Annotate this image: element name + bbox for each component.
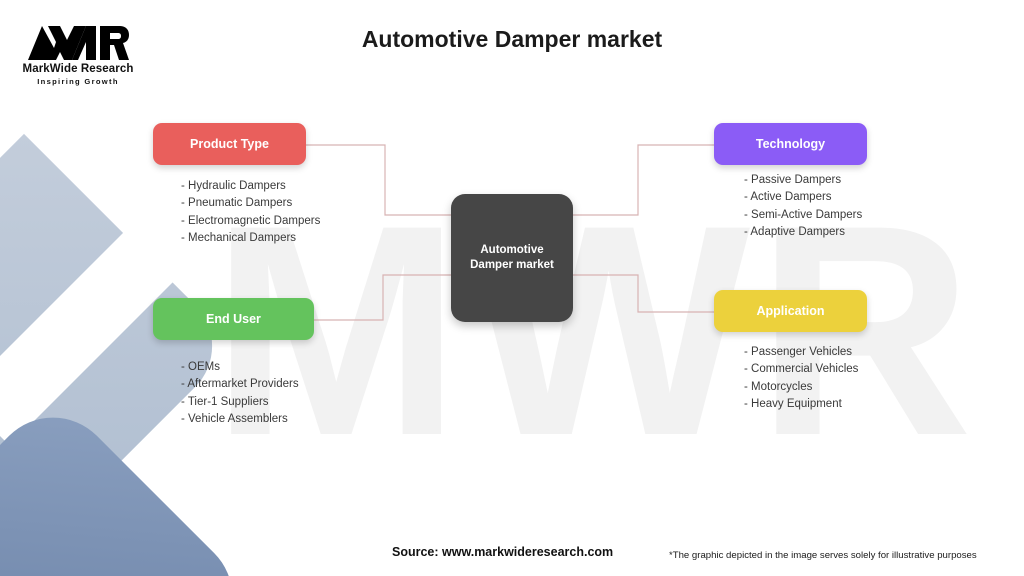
list-item: - Adaptive Dampers (744, 226, 845, 239)
segment-label-application: Application (756, 304, 825, 318)
brand-name: MarkWide Research (22, 63, 134, 75)
list-item: - OEMs (181, 361, 220, 373)
mwr-logo-icon (28, 26, 129, 60)
list-item: - Motorcycles (744, 380, 813, 393)
segment-box-end-user[interactable]: End User (153, 298, 314, 340)
list-item: - Hydraulic Dampers (181, 180, 286, 192)
page-title: Automotive Damper market (361, 26, 663, 52)
segment-list-end-user: - OEMs - Aftermarket Providers - Tier-1 … (181, 359, 299, 429)
list-item: - Electromagnetic Dampers (181, 214, 321, 227)
segment-label-technology: Technology (755, 137, 826, 151)
segment-box-technology[interactable]: Technology (714, 123, 867, 165)
footer-disclaimer: *The graphic depicted in the image serve… (669, 550, 977, 561)
list-item: - Heavy Equipment (744, 398, 842, 411)
connector-technology (572, 144, 714, 216)
connector-product-type (306, 144, 452, 216)
segment-label-end-user: End User (206, 312, 261, 326)
segment-list-application: - Passenger Vehicles - Commercial Vehicl… (744, 344, 858, 414)
list-item: - Semi-Active Dampers (744, 208, 863, 221)
segment-list-technology: - Passive Dampers - Active Dampers - Sem… (744, 172, 862, 242)
segment-box-product-type[interactable]: Product Type (153, 123, 306, 165)
list-item: - Active Dampers (744, 191, 832, 204)
list-item: - Commercial Vehicles (744, 363, 859, 376)
brand-logo: MarkWide Research Inspiring Growth (16, 22, 140, 86)
list-item: - Mechanical Dampers (181, 232, 297, 245)
list-item: - Pneumatic Dampers (181, 197, 293, 210)
segment-list-product-type: - Hydraulic Dampers - Pneumatic Dampers … (181, 178, 320, 248)
list-item: - Tier-1 Suppliers (181, 395, 269, 408)
list-item: - Vehicle Assemblers (181, 413, 288, 426)
connector-end-user (314, 274, 452, 321)
segment-label-product-type: Product Type (190, 137, 269, 151)
list-item: - Aftermarket Providers (181, 378, 299, 391)
center-node-label: Automotive Damper market (470, 244, 554, 271)
brand-tagline: Inspiring Growth (37, 77, 119, 86)
list-item: - Passive Dampers (744, 174, 842, 186)
list-item: - Passenger Vehicles (744, 346, 853, 358)
connector-application (572, 274, 714, 313)
center-node: Automotive Damper market (451, 194, 573, 322)
segment-box-application[interactable]: Application (714, 290, 867, 332)
footer-source: Source: www.markwideresearch.com (392, 545, 614, 559)
